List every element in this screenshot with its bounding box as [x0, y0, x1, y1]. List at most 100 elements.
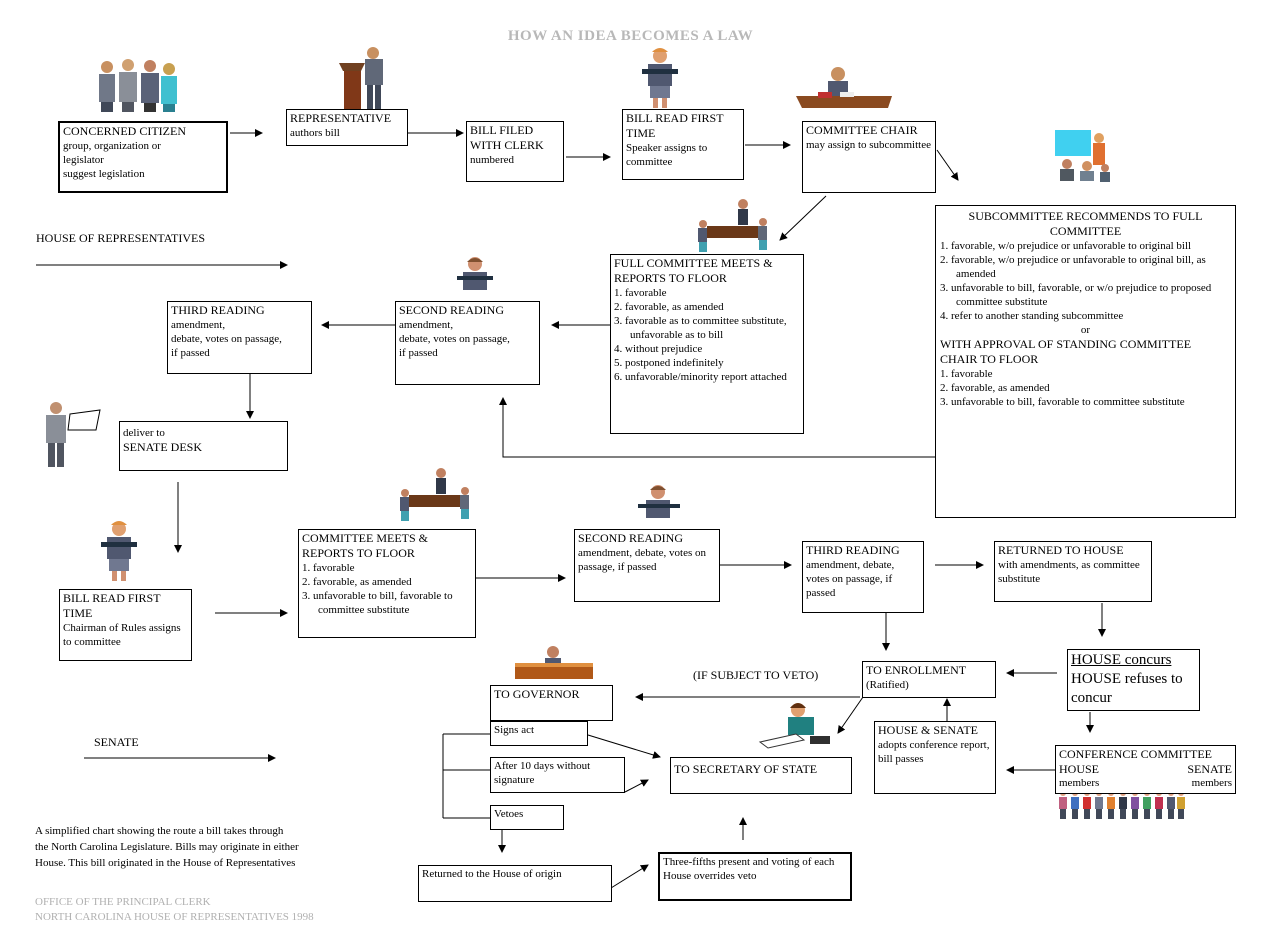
box-heading: TO SECRETARY OF STATE	[674, 762, 818, 776]
secretary-writing-clipart	[758, 703, 830, 749]
box-line: debate, votes on passage,	[399, 333, 510, 345]
box-line: deliver to	[123, 427, 165, 439]
box-returned-to-house: RETURNED TO HOUSE with amendments, as co…	[994, 541, 1152, 602]
list-item: 3. favorable as to committee substitute,…	[614, 315, 787, 341]
list-item: 4. refer to another standing subcommitte…	[940, 310, 1124, 322]
box-override-veto: Three-fifths present and voting of each …	[658, 852, 852, 901]
box-third-reading-house: THIRD READING amendment, debate, votes o…	[167, 301, 312, 374]
note-line: A simplified chart showing the route a b…	[35, 825, 284, 837]
meeting-table-clipart	[698, 199, 767, 252]
chair-desk-clipart	[796, 67, 892, 108]
box-line: legislator	[63, 154, 104, 166]
governor-desk-clipart	[515, 646, 593, 679]
box-line: amendment,	[171, 319, 226, 331]
footer-house: NORTH CAROLINA HOUSE OF REPRESENTATIVES …	[35, 911, 314, 923]
box-secretary-of-state: TO SECRETARY OF STATE	[670, 757, 852, 794]
box-heading: WITH APPROVAL OF STANDING COMMITTEE CHAI…	[940, 337, 1192, 366]
box-house-concurs: HOUSE concurs HOUSE refuses to concur	[1067, 649, 1200, 711]
conference-members-2: members members	[1059, 776, 1232, 790]
senate-label: SENATE	[94, 735, 139, 749]
or-label: or	[1080, 324, 1091, 336]
note-line: the North Carolina Legislature. Bills ma…	[35, 841, 299, 853]
list-item: 1. favorable	[302, 562, 355, 574]
box-signs-act: Signs act	[490, 721, 588, 746]
box-heading: SECOND READING	[399, 303, 504, 317]
senate-members-label: SENATE	[1187, 762, 1232, 776]
veto-label: (IF SUBJECT TO VETO)	[693, 668, 819, 682]
box-returned-house-origin: Returned to the House of origin	[418, 865, 612, 902]
box-line: group, organization or	[63, 140, 161, 152]
box-line: adopts conference report,	[878, 739, 990, 751]
note-line: House. This bill originated in the House…	[35, 857, 296, 869]
list-item: 3. unfavorable to bill, favorable to com…	[940, 396, 1185, 408]
podium-speaker-clipart	[339, 47, 383, 109]
box-line: with amendments, as committee substitute	[998, 559, 1140, 585]
box-after-10-days: After 10 days without signature	[490, 757, 625, 793]
box-line: bill passes	[878, 753, 924, 765]
conference-members: HOUSE SENATE	[1059, 762, 1232, 776]
concurs-text: HOUSE concurs	[1071, 652, 1172, 668]
list-item: 2. favorable, as amended	[302, 576, 412, 588]
box-representative: REPRESENTATIVE authors bill	[286, 109, 408, 146]
clerk-woman-clipart	[642, 48, 678, 108]
refuses-text: HOUSE refuses to concur	[1071, 671, 1183, 706]
box-vetoes: Vetoes	[490, 805, 564, 830]
list-item: 2. favorable, as amended	[614, 301, 724, 313]
box-second-reading-house: SECOND READING amendment, debate, votes …	[395, 301, 540, 385]
box-heading: BILL READ FIRST TIME	[626, 111, 724, 140]
box-heading: CONCERNED CITIZEN	[63, 124, 186, 138]
box-full-committee: FULL COMMITTEE MEETS & REPORTS TO FLOOR …	[610, 254, 804, 434]
box-bill-filed: BILL FILED WITH CLERK numbered	[466, 121, 564, 182]
footer-office: OFFICE OF THE PRINCIPAL CLERK	[35, 896, 211, 908]
list-item: 6. unfavorable/minority report attached	[614, 371, 787, 383]
members-label: members	[1191, 777, 1232, 789]
list-item: 3. unfavorable to bill, favorable, or w/…	[940, 282, 1212, 308]
clerk-bust-clipart	[457, 257, 493, 290]
box-heading: COMMITTEE MEETS & REPORTS TO FLOOR	[302, 531, 428, 560]
box-line: (Ratified)	[866, 679, 909, 691]
box-deliver-senate: deliver to SENATE DESK	[119, 421, 288, 471]
box-line: amendment, debate, votes on passage, if …	[806, 559, 895, 599]
box-line: if passed	[399, 347, 438, 359]
list-item: 2. favorable, w/o prejudice or unfavorab…	[940, 254, 1206, 280]
box-heading: SENATE DESK	[123, 440, 203, 454]
box-line: debate, votes on passage,	[171, 333, 282, 345]
box-line: if passed	[171, 347, 210, 359]
box-line: After 10 days without signature	[494, 760, 591, 786]
box-heading: CONFERENCE COMMITTEE	[1059, 747, 1212, 761]
box-enrollment: TO ENROLLMENT (Ratified)	[862, 661, 996, 698]
box-line: amendment,	[399, 319, 454, 331]
box-third-reading-senate: THIRD READING amendment, debate, votes o…	[802, 541, 924, 613]
list-item: 1. favorable	[940, 368, 993, 380]
chart-note: A simplified chart showing the route a b…	[35, 823, 299, 871]
box-line: Vetoes	[494, 808, 524, 820]
list-item: 1. favorable, w/o prejudice or unfavorab…	[940, 240, 1192, 252]
senate-desk-clipart	[46, 402, 101, 467]
box-heading: FULL COMMITTEE MEETS & REPORTS TO FLOOR	[614, 256, 773, 285]
presentation-clipart	[1055, 130, 1110, 182]
clerk-bust-clipart	[638, 485, 680, 518]
box-heading: HOUSE & SENATE	[878, 723, 979, 737]
box-senate-committee: COMMITTEE MEETS & REPORTS TO FLOOR 1. fa…	[298, 529, 476, 638]
clerk-woman-clipart	[101, 521, 137, 581]
box-line: Returned to the House of origin	[422, 868, 562, 880]
box-heading: TO GOVERNOR	[494, 687, 580, 701]
house-members-label: HOUSE	[1059, 762, 1100, 776]
box-subcommittee: SUBCOMMITTEE RECOMMENDS TO FULL COMMITTE…	[935, 205, 1236, 518]
page-title: HOW AN IDEA BECOMES A LAW	[507, 28, 754, 44]
box-line: amendment, debate, votes on passage, if …	[578, 547, 706, 573]
floor-list: 1. favorable 2. favorable, as amended 3.…	[940, 367, 1231, 409]
box-line: Signs act	[494, 724, 535, 736]
box-heading: REPRESENTATIVE	[290, 111, 392, 125]
box-line: Chairman of Rules assigns to committee	[63, 622, 181, 648]
box-line: suggest legislation	[63, 168, 145, 180]
box-heading: COMMITTEE CHAIR	[806, 123, 918, 137]
box-heading: TO ENROLLMENT	[866, 663, 967, 677]
box-line: authors bill	[290, 127, 340, 139]
box-heading: THIRD READING	[806, 543, 900, 557]
list-item: 4. without prejudice	[614, 343, 703, 355]
subcommittee-list: 1. favorable, w/o prejudice or unfavorab…	[940, 239, 1231, 323]
box-heading: THIRD READING	[171, 303, 265, 317]
box-bill-read-first: BILL READ FIRST TIME Speaker assigns to …	[622, 109, 744, 180]
